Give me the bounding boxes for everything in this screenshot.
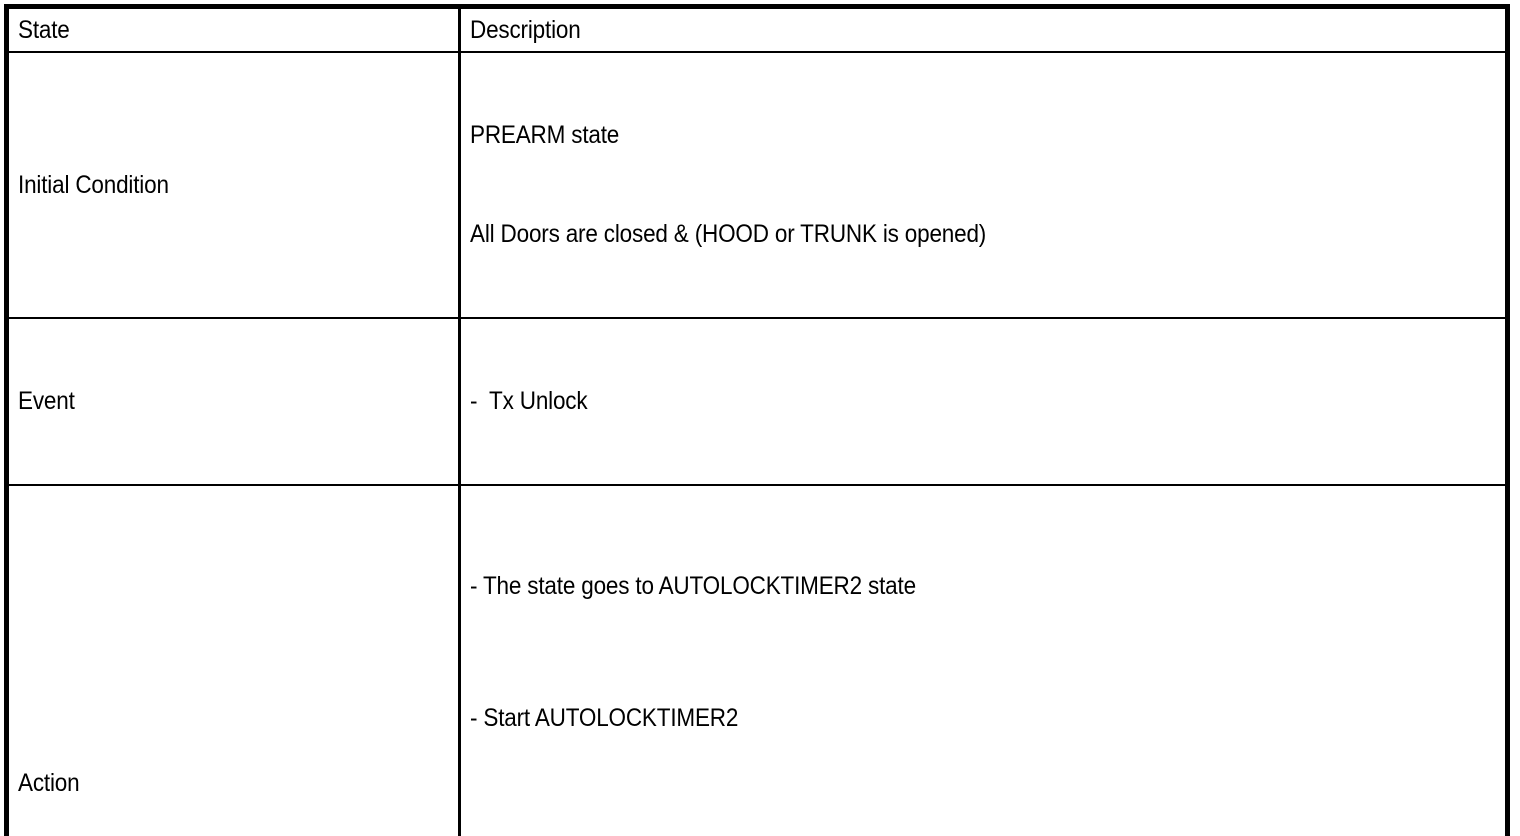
column-header-description: Description [469,15,581,44]
header-cell-state: State [6,5,461,53]
value-line-group: - Tx Unlock [470,319,1402,484]
row-label-text: Initial Condition [18,170,169,199]
table-row: Action - The state goes to AUTOLOCKTIMER… [6,484,1508,836]
value-line: - Tx Unlock [469,387,588,415]
document-page: State Description Initial Condition PREA… [4,4,1510,836]
action-line: - Start AUTOLOCKTIMER2 [469,704,738,732]
action-line: - The state goes to AUTOLOCKTIMER2 state [469,572,916,600]
value-line-group: PREARM state All Doors are closed & (HOO… [470,53,1402,317]
table-row: Event - Tx Unlock [6,317,1508,486]
row-value-event: - Tx Unlock [459,317,1508,486]
row-value-initial-condition: PREARM state All Doors are closed & (HOO… [459,51,1508,319]
row-label-action: Action [6,484,461,836]
row-label-event: Event [6,317,461,486]
column-header-state: State [18,15,70,44]
row-label-initial-condition: Initial Condition [6,51,461,319]
action-line-group: - The state goes to AUTOLOCKTIMER2 state… [470,486,1402,836]
specification-table: State Description Initial Condition PREA… [4,4,1510,836]
header-cell-description: Description [459,5,1508,53]
value-line: All Doors are closed & (HOOD or TRUNK is… [469,220,986,248]
table-row: Initial Condition PREARM state All Doors… [6,51,1508,319]
row-label-text: Action [18,769,80,797]
row-label-text: Event [18,387,75,415]
row-value-action: - The state goes to AUTOLOCKTIMER2 state… [459,484,1508,836]
action-line: - Memorize Hood and Trunk state [470,817,1402,836]
table-header-row: State Description [6,5,1508,53]
value-line: PREARM state [469,121,619,149]
